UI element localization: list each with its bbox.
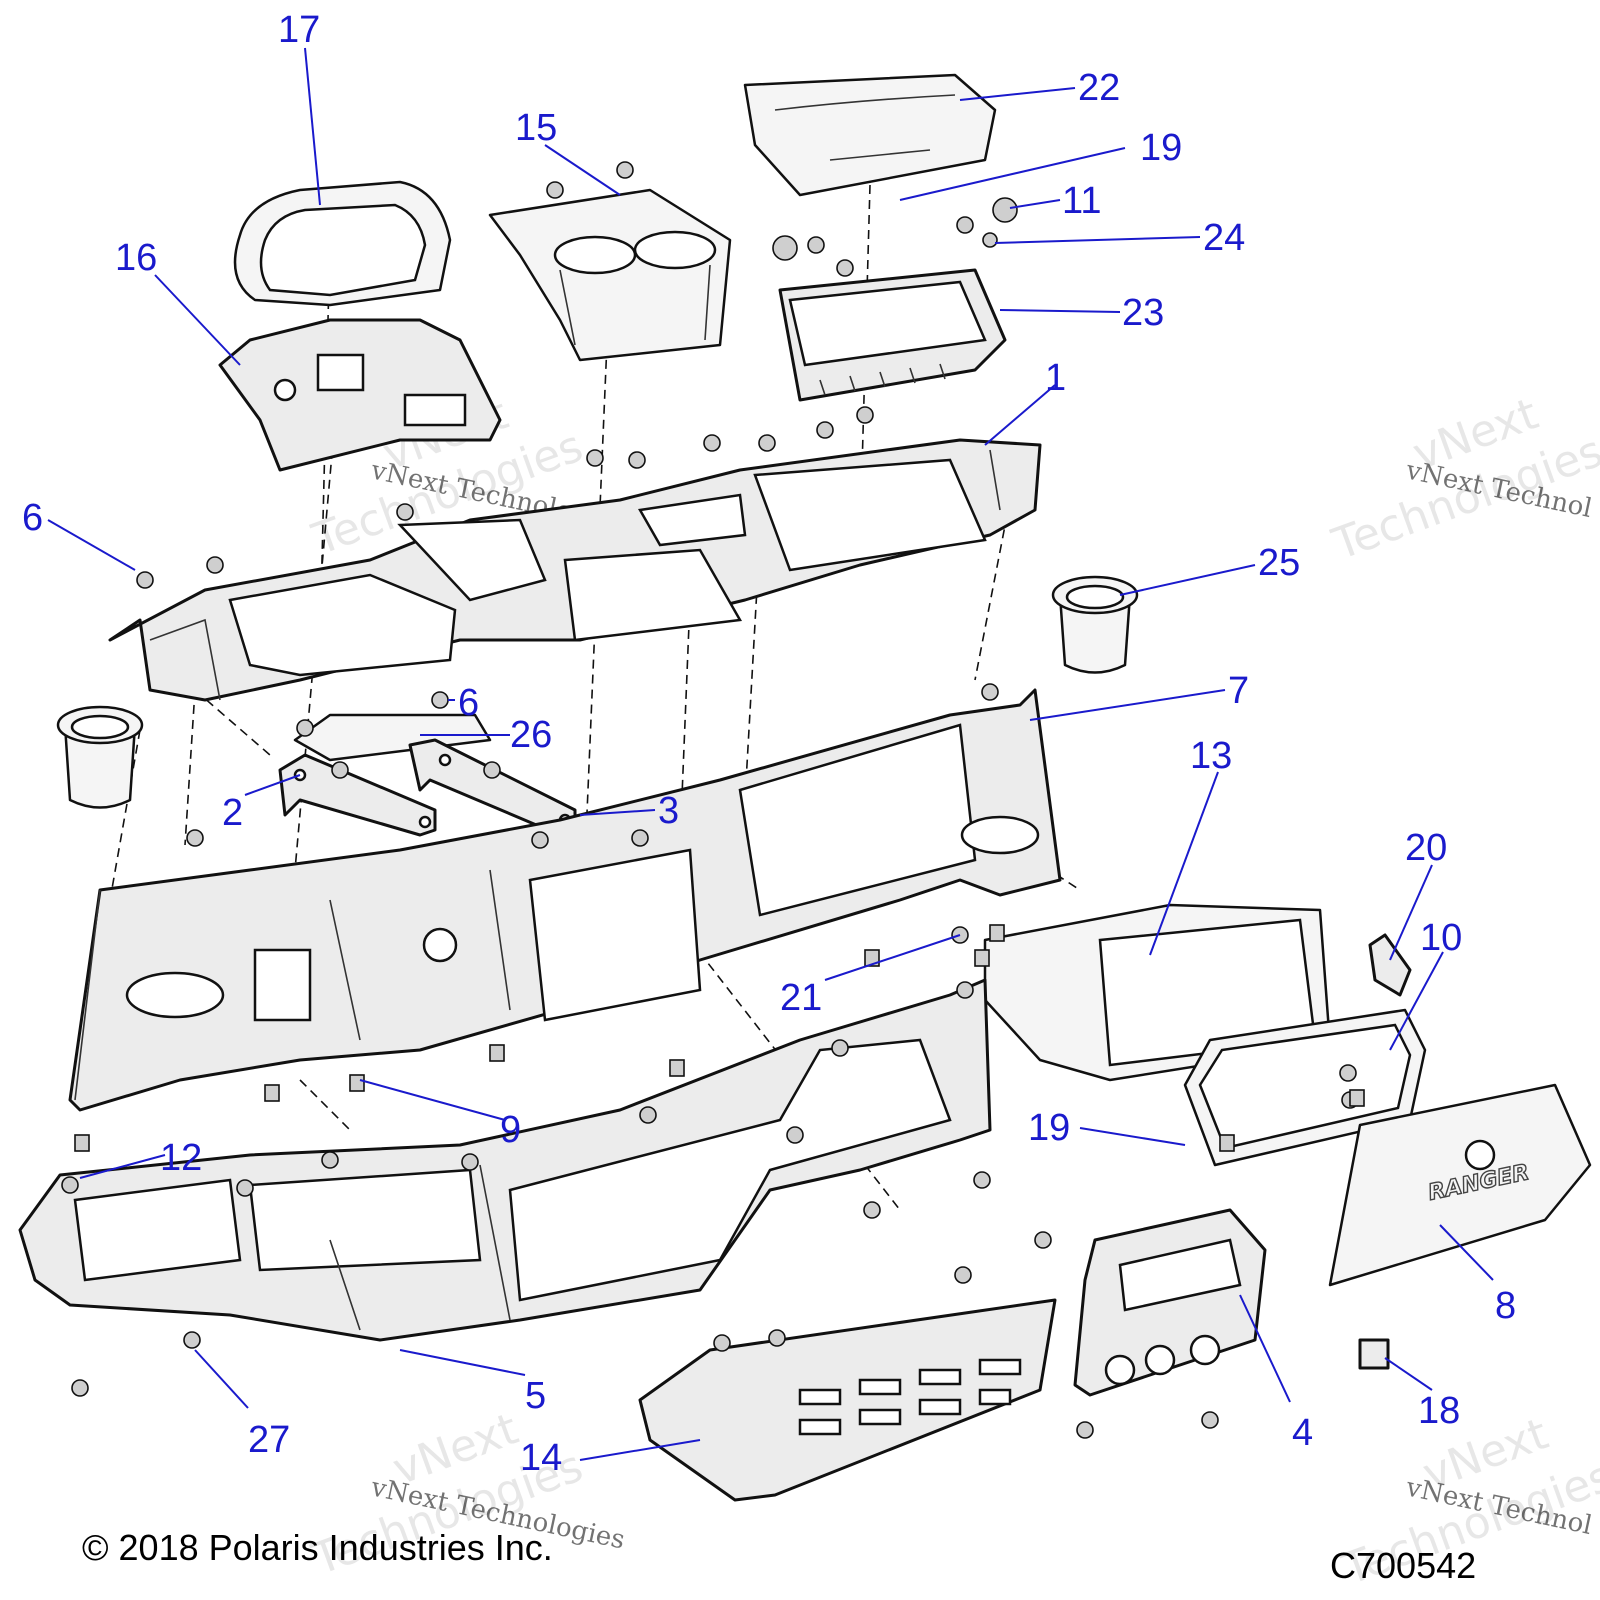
part-23-storage-bin [778,268,1007,402]
part-16-cluster-housing [218,318,502,472]
part-26-plate [293,713,492,762]
part-4-switch-panel [1073,1208,1267,1397]
callout-17: 17 [278,9,320,51]
callout-20: 20 [1405,827,1447,869]
vent-slots [798,1358,1022,1436]
callout-19: 19 [1028,1107,1070,1149]
part-22-storage-lid [743,73,997,197]
part-5-lower-dash [18,978,992,1342]
callout-2: 2 [222,792,243,834]
part-1-upper-dash [108,438,1042,702]
callout-18: 18 [1418,1390,1460,1432]
callout-numbers: 17 16 15 22 19 11 24 23 1 6 25 6 26 7 2 … [22,9,1516,1479]
callout-6: 6 [22,497,43,539]
part-14-lower-panel [638,1298,1057,1502]
part-18-switch [1358,1338,1390,1370]
callout-leaders [47,47,1494,1461]
callout-5: 5 [525,1375,546,1417]
callout-3: 3 [658,790,679,832]
callout-24: 24 [1203,217,1245,259]
callout-25: 25 [1258,542,1300,584]
diagram-code: C700542 [1330,1545,1476,1586]
callout-16: 16 [115,237,157,279]
callout-10: 10 [1420,917,1462,959]
part-8-glovebox-door: RANGER [1328,1083,1592,1287]
callout-7: 7 [1228,670,1249,712]
callout-13: 13 [1190,735,1232,777]
part-17-cluster-bezel [233,180,452,307]
callout-22: 22 [1078,67,1120,109]
callout-26: 26 [510,714,552,756]
callout-12: 12 [160,1137,202,1179]
callout-4: 4 [1292,1412,1313,1454]
part-20-key-switch [1368,933,1412,997]
callout-23: 23 [1122,292,1164,334]
copyright-text: © 2018 Polaris Industries Inc. [82,1527,553,1568]
callout-1: 1 [1045,357,1066,399]
callout-27: 27 [248,1419,290,1461]
fasteners [61,161,1365,1439]
callout-11: 11 [1062,180,1101,222]
part-25-cupholder-right [1051,575,1139,674]
callout-9: 9 [500,1109,521,1151]
part-cupholder-left [56,705,144,809]
part-2-bracket [278,753,437,837]
callout-8: 8 [1495,1285,1516,1327]
callout-15: 15 [515,107,557,149]
callout-19: 19 [1140,127,1182,169]
callout-6: 6 [458,682,479,724]
callout-21: 21 [780,977,822,1019]
part-15-cupholder-insert [488,188,732,362]
callout-14: 14 [520,1437,562,1479]
part-7-dash-structure [68,688,1062,1112]
